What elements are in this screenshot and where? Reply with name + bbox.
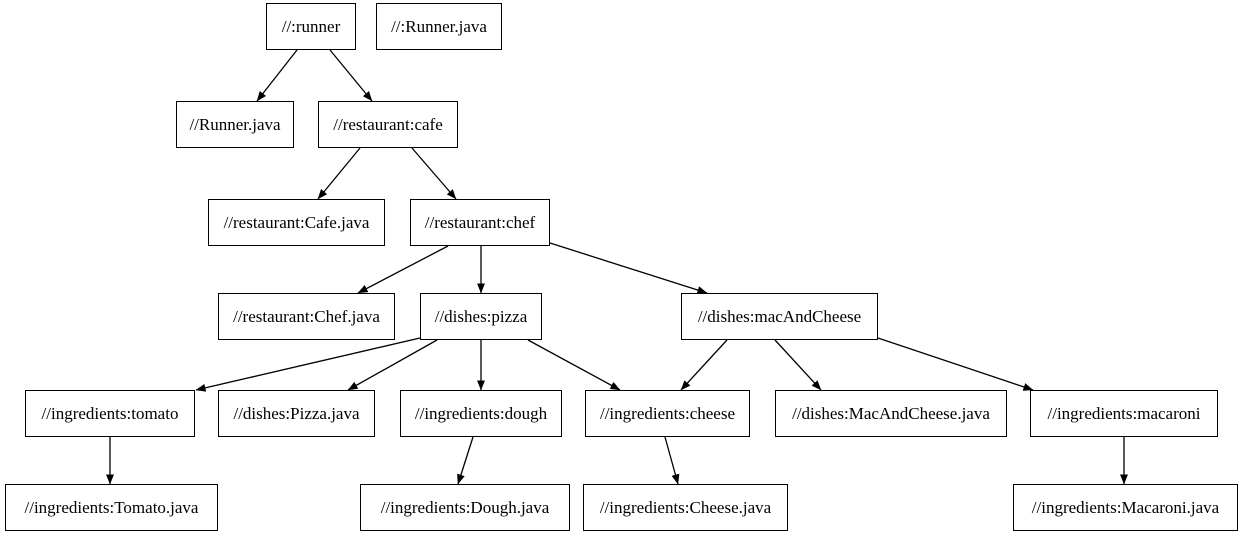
- graph-node-label: //ingredients:dough: [414, 404, 548, 423]
- graph-node-label: //ingredients:Tomato.java: [24, 498, 199, 517]
- graph-node-restaurant_cafe[interactable]: //restaurant:cafe: [318, 101, 458, 148]
- graph-node-label: //:Runner.java: [391, 17, 487, 36]
- graph-node-label: //restaurant:chef: [424, 213, 536, 232]
- graph-node-ing_tomato[interactable]: //ingredients:tomato: [25, 390, 195, 437]
- graph-node-label: //ingredients:macaroni: [1047, 404, 1201, 423]
- graph-node-label: //restaurant:Chef.java: [233, 307, 380, 326]
- graph-node-pizza_java[interactable]: //dishes:Pizza.java: [218, 390, 375, 437]
- graph-node-label: //dishes:macAndCheese: [697, 307, 862, 326]
- graph-node-runner_java_root[interactable]: //:Runner.java: [376, 3, 502, 50]
- graph-node-runner_java[interactable]: //Runner.java: [176, 101, 294, 148]
- graph-node-label: //ingredients:Macaroni.java: [1031, 498, 1220, 517]
- graph-node-ing_cheese[interactable]: //ingredients:cheese: [585, 390, 750, 437]
- graph-node-tomato_java[interactable]: //ingredients:Tomato.java: [5, 484, 218, 531]
- graph-node-chef_java[interactable]: //restaurant:Chef.java: [218, 293, 395, 340]
- graph-node-label: //dishes:pizza: [434, 307, 528, 326]
- graph-node-label: //ingredients:cheese: [599, 404, 735, 423]
- graph-node-ing_macaroni[interactable]: //ingredients:macaroni: [1030, 390, 1218, 437]
- graph-node-label: //ingredients:Cheese.java: [599, 498, 772, 517]
- graph-node-dishes_pizza[interactable]: //dishes:pizza: [420, 293, 542, 340]
- graph-node-label: //restaurant:Cafe.java: [223, 213, 370, 232]
- graph-node-cafe_java[interactable]: //restaurant:Cafe.java: [208, 199, 385, 246]
- graph-node-restaurant_chef[interactable]: //restaurant:chef: [410, 199, 550, 246]
- graph-node-cheese_java[interactable]: //ingredients:Cheese.java: [583, 484, 788, 531]
- graph-node-label: //dishes:MacAndCheese.java: [792, 404, 990, 423]
- graph-node-runner[interactable]: //:runner: [266, 3, 356, 50]
- graph-node-label: //restaurant:cafe: [333, 115, 443, 134]
- graph-node-label: //ingredients:tomato: [41, 404, 179, 423]
- graph-node-macaroni_java[interactable]: //ingredients:Macaroni.java: [1013, 484, 1238, 531]
- graph-node-label: //Runner.java: [189, 115, 281, 134]
- graph-node-ing_dough[interactable]: //ingredients:dough: [400, 390, 562, 437]
- graph-node-dishes_mac[interactable]: //dishes:macAndCheese: [681, 293, 878, 340]
- graph-node-mac_java[interactable]: //dishes:MacAndCheese.java: [775, 390, 1007, 437]
- graph-node-label: //dishes:Pizza.java: [233, 404, 360, 423]
- graph-node-dough_java[interactable]: //ingredients:Dough.java: [360, 484, 570, 531]
- graph-node-label: //:runner: [281, 17, 341, 36]
- graph-node-label: //ingredients:Dough.java: [380, 498, 550, 517]
